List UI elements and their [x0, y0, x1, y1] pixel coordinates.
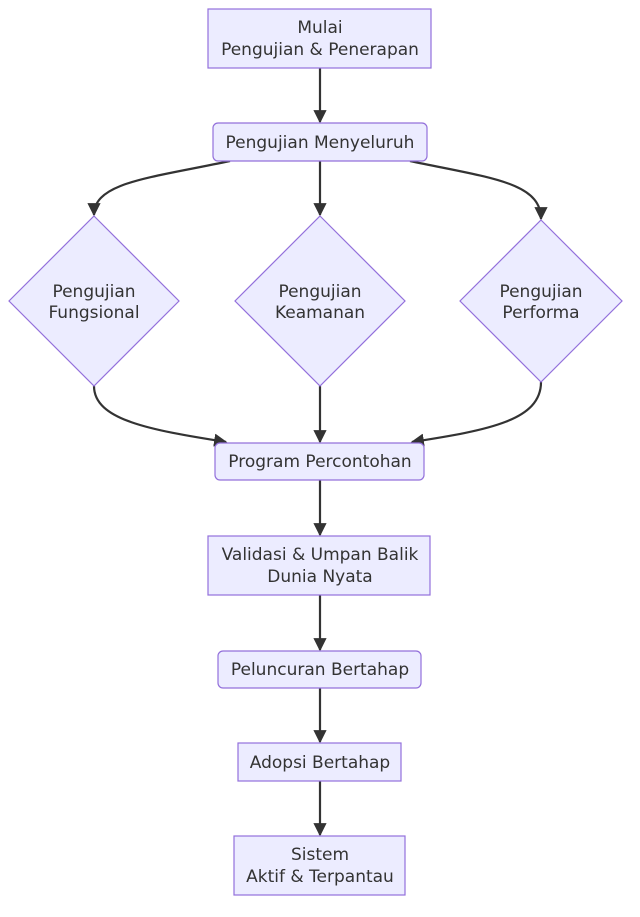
node-security-testing: Pengujian Keamanan: [234, 215, 406, 387]
node-system-live: Sistem Aktif & Terpantau: [233, 835, 406, 896]
node-start: Mulai Pengujian & Penerapan: [207, 8, 432, 69]
node-security-line2: Keamanan: [275, 303, 365, 323]
node-functional-testing: Pengujian Fungsional: [8, 215, 180, 387]
edge-functional-to-pilot: [92, 385, 228, 447]
node-validation-line2: Dunia Nyata: [267, 567, 372, 587]
node-validation: Validasi & Umpan Balik Dunia Nyata: [207, 535, 431, 596]
node-gradual-adoption-label: Adopsi Bertahap: [250, 753, 390, 773]
node-start-line2: Pengujian & Penerapan: [221, 40, 419, 60]
node-performance-line2: Performa: [502, 303, 579, 323]
edge-performance-to-pilot: [410, 381, 543, 447]
node-gradual-adoption: Adopsi Bertahap: [237, 742, 402, 782]
node-performance-testing: Pengujian Performa: [459, 219, 623, 383]
node-phased-rollout: Peluncuran Bertahap: [217, 650, 422, 689]
edges: [87, 68, 548, 837]
node-functional-line2: Fungsional: [48, 303, 139, 323]
node-security-line1: Pengujian: [278, 282, 361, 302]
node-system-live-line2: Aktif & Terpantau: [246, 867, 394, 887]
node-validation-line1: Validasi & Umpan Balik: [222, 545, 419, 565]
edge-thorough-to-performance: [409, 159, 548, 221]
node-pilot-program: Program Percontohan: [214, 442, 425, 481]
node-thorough-testing-label: Pengujian Menyeluruh: [226, 133, 415, 153]
node-phased-rollout-label: Peluncuran Bertahap: [231, 660, 409, 680]
node-thorough-testing: Pengujian Menyeluruh: [212, 122, 428, 162]
node-performance-line1: Pengujian: [499, 282, 582, 302]
node-functional-line1: Pengujian: [52, 282, 135, 302]
node-pilot-program-label: Program Percontohan: [228, 452, 411, 472]
node-start-line1: Mulai: [297, 18, 342, 38]
edge-thorough-to-functional: [87, 159, 231, 217]
node-system-live-line1: Sistem: [291, 845, 349, 865]
